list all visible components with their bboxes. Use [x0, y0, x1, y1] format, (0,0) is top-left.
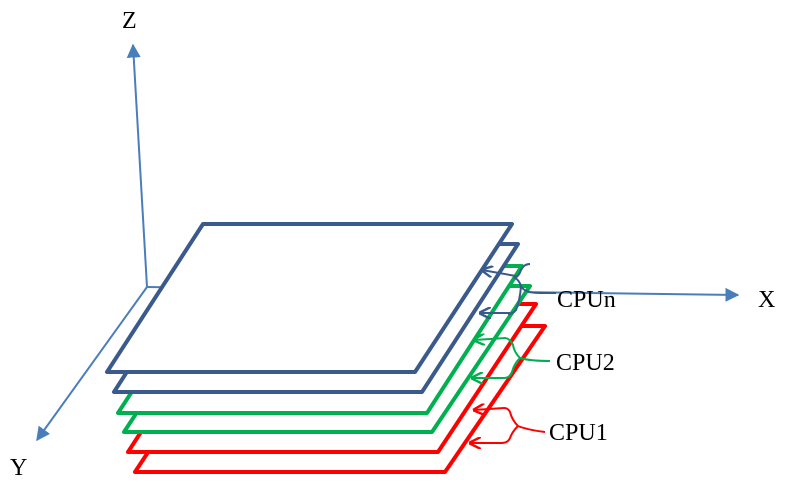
cpun-plane-top: [105, 222, 514, 374]
cpu2-arrow-upper: [474, 338, 507, 340]
cpun-label: CPUn: [557, 287, 616, 313]
y-axis: [36, 286, 148, 442]
cpun-brace: [480, 263, 556, 315]
cpu2-brace: [472, 337, 551, 379]
cpu1-brace: [470, 407, 546, 444]
cpu2-label: CPU2: [556, 350, 615, 376]
cpu2-brace-line: [503, 337, 551, 379]
cpun-arrow-upper: [482, 270, 517, 276]
cpu1-brace-line: [501, 407, 546, 444]
cpun-brace-line: [507, 263, 541, 315]
cpu1-arrow-upper: [474, 408, 505, 410]
y-axis-label: Y: [10, 455, 27, 481]
z-axis-label: Z: [122, 8, 137, 34]
cpu1-label: CPU1: [549, 420, 608, 446]
z-axis: [126, 43, 148, 288]
cpun-layers: [105, 222, 520, 394]
x-axis-label: X: [758, 287, 775, 313]
